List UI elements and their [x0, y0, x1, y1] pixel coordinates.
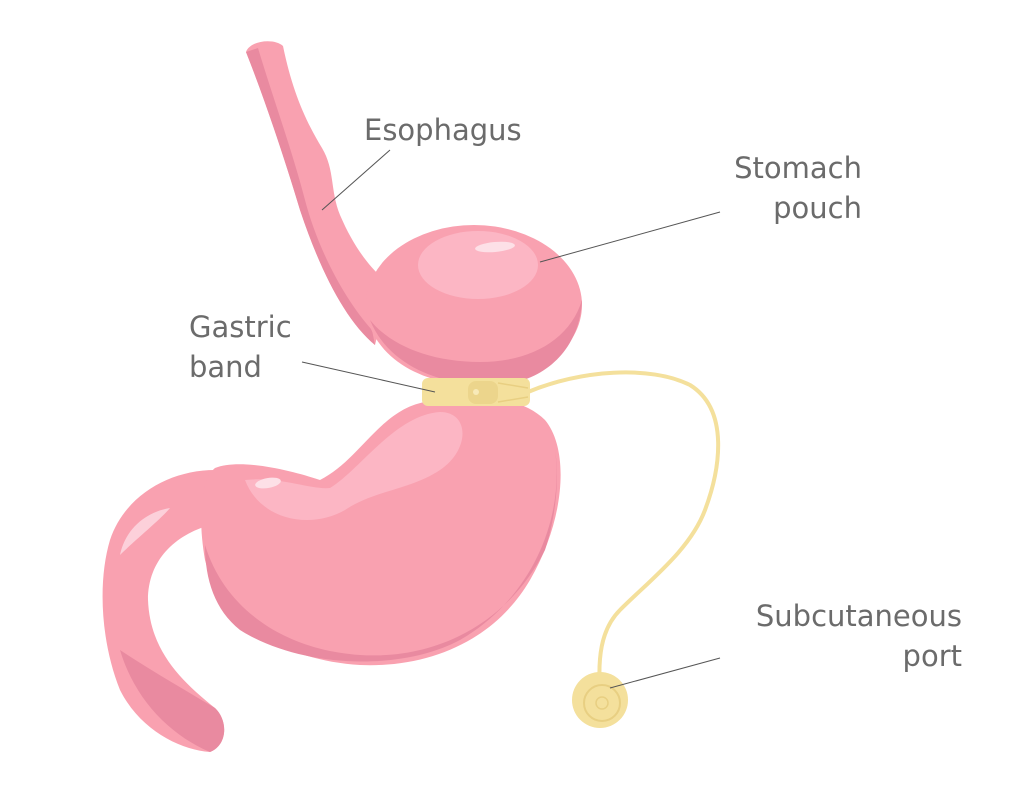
label-line: Stomach	[734, 151, 862, 185]
esophagus	[246, 41, 390, 345]
gastric-band-leader	[301, 361, 436, 393]
port-leader	[609, 657, 721, 689]
gastric-band	[422, 378, 530, 406]
stomach-pouch-leader	[539, 211, 721, 263]
label-stomach-pouch: Stomach pouch	[734, 148, 862, 228]
label-line: band	[189, 350, 262, 384]
esophagus-leader	[321, 149, 391, 211]
label-esophagus: Esophagus	[364, 113, 522, 147]
label-gastric-band: Gastric band	[189, 307, 292, 387]
label-line: port	[902, 639, 962, 673]
label-subcutaneous-port: Subcutaneous port	[756, 596, 962, 676]
label-line: pouch	[773, 191, 862, 225]
leader-lines	[301, 149, 721, 689]
lower-stomach	[201, 396, 561, 666]
stomach-pouch	[366, 225, 582, 386]
band-tube	[527, 370, 721, 691]
duodenum	[102, 470, 225, 752]
label-line: Subcutaneous	[755, 599, 962, 633]
subcutaneous-port	[572, 672, 628, 728]
label-line: Gastric	[189, 310, 292, 344]
